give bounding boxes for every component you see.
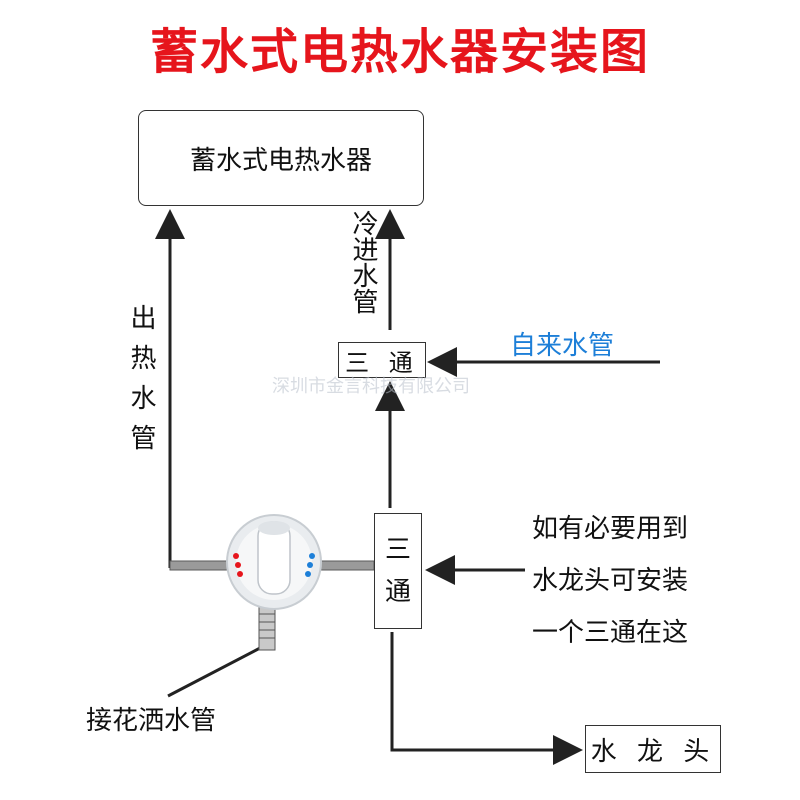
tee-mid-char-1: 三 bbox=[384, 535, 411, 565]
tap-water-label: 自来水管 bbox=[510, 331, 615, 361]
diagram-title: 蓄水式电热水器安装图 bbox=[149, 24, 650, 80]
note-line-3: 一个三通在这 bbox=[532, 618, 689, 648]
faucet-pipe bbox=[390, 632, 583, 765]
shower-pointer bbox=[167, 645, 263, 698]
mixing-valve-icon bbox=[226, 514, 322, 610]
cold-inlet-label: 冷进水管 bbox=[348, 210, 378, 314]
note-line-2: 水龙头可安装 bbox=[532, 566, 689, 596]
water-heater-box: 蓄水式电热水器 bbox=[138, 110, 424, 206]
tee-top-box: 三 通 bbox=[338, 342, 426, 378]
faucet-box: 水 龙 头 bbox=[585, 725, 721, 773]
shower-hose-label: 接花洒水管 bbox=[86, 706, 217, 736]
watermark-text: 深圳市金言科技有限公司 bbox=[272, 376, 470, 397]
note-line-1: 如有必要用到 bbox=[532, 514, 689, 544]
tee-mid-char-2: 通 bbox=[384, 577, 411, 607]
tee-mid-box: 三 通 bbox=[374, 513, 422, 629]
hot-outlet-label: 出热水管 bbox=[126, 304, 156, 464]
